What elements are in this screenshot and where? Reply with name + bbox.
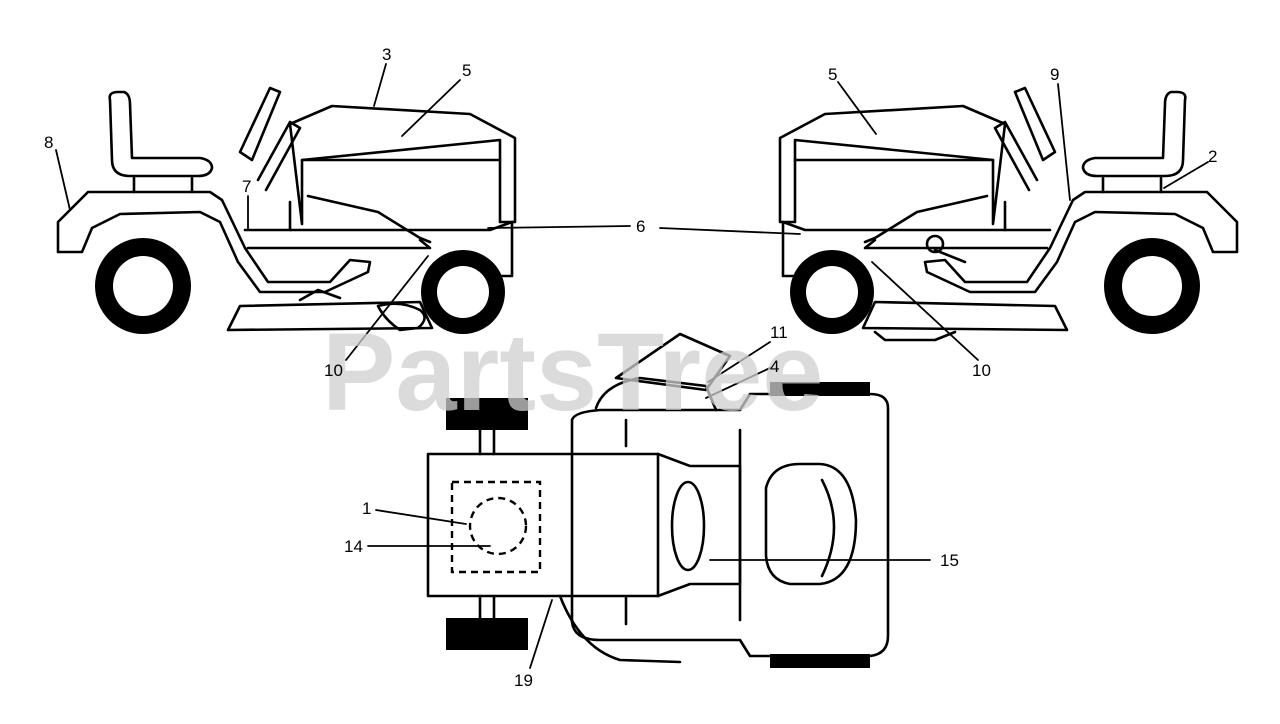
callout-14: 14 [344, 537, 363, 556]
callout-19: 19 [514, 671, 533, 690]
rear-tire-top [446, 398, 528, 430]
callout-8: 8 [44, 133, 53, 152]
callout-4: 4 [770, 357, 779, 376]
callout-6: 6 [636, 217, 645, 236]
callout-labels: 3 5 8 7 6 10 5 9 2 10 11 4 1 14 15 19 [44, 45, 1217, 690]
callout-2: 2 [1208, 147, 1217, 166]
rear-body-top [426, 452, 660, 598]
tractor-right-side-view [778, 86, 1239, 342]
callout-5-left: 5 [462, 61, 471, 80]
leader-lines [55, 63, 1209, 669]
tractor-top-view [426, 332, 890, 668]
partstree-watermark: PartsTree [322, 311, 823, 434]
callout-7: 7 [242, 177, 251, 196]
callout-3: 3 [382, 45, 391, 64]
callout-1: 1 [362, 499, 371, 518]
callout-5-right: 5 [828, 65, 837, 84]
callout-15: 15 [940, 551, 959, 570]
callout-10-right: 10 [972, 361, 991, 380]
callout-11: 11 [770, 323, 788, 342]
front-tire-top [770, 382, 870, 396]
tractor-left-side-view [56, 86, 517, 334]
front-tire-bottom [770, 654, 870, 668]
callout-9: 9 [1050, 65, 1059, 84]
callout-10-left: 10 [324, 361, 343, 380]
rear-tire-bottom [446, 618, 528, 650]
